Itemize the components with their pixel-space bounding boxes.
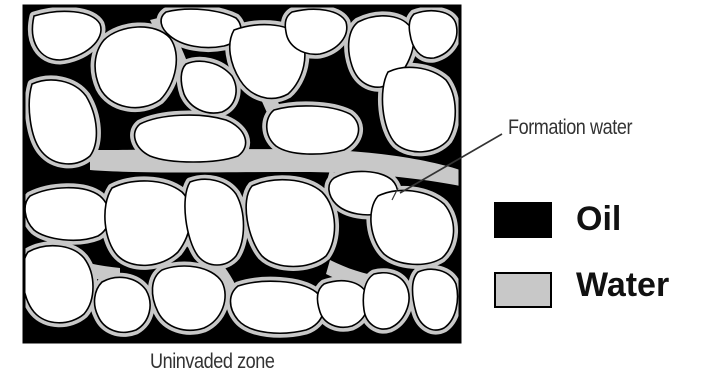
sand-grain: [317, 281, 368, 328]
legend-label-oil: Oil: [576, 200, 621, 239]
sand-grain: [95, 277, 151, 332]
sand-grain: [413, 269, 458, 330]
sand-grain: [246, 180, 334, 267]
sand-grain: [105, 181, 191, 265]
diagram-caption: Uninvaded zone: [150, 350, 275, 374]
sand-grain: [25, 188, 109, 241]
sand-grain: [371, 190, 454, 264]
legend-swatch-water: [494, 272, 552, 308]
legend-swatch-oil: [494, 202, 552, 238]
sand-grain: [135, 115, 246, 162]
callout-label: Formation water: [508, 116, 632, 140]
sand-grain: [22, 246, 93, 323]
sand-grain: [231, 281, 324, 333]
sand-grain: [267, 106, 359, 154]
sand-grain: [95, 27, 176, 108]
legend-label-water: Water: [576, 266, 669, 305]
sand-grain: [152, 266, 225, 330]
sand-grain: [382, 67, 455, 152]
